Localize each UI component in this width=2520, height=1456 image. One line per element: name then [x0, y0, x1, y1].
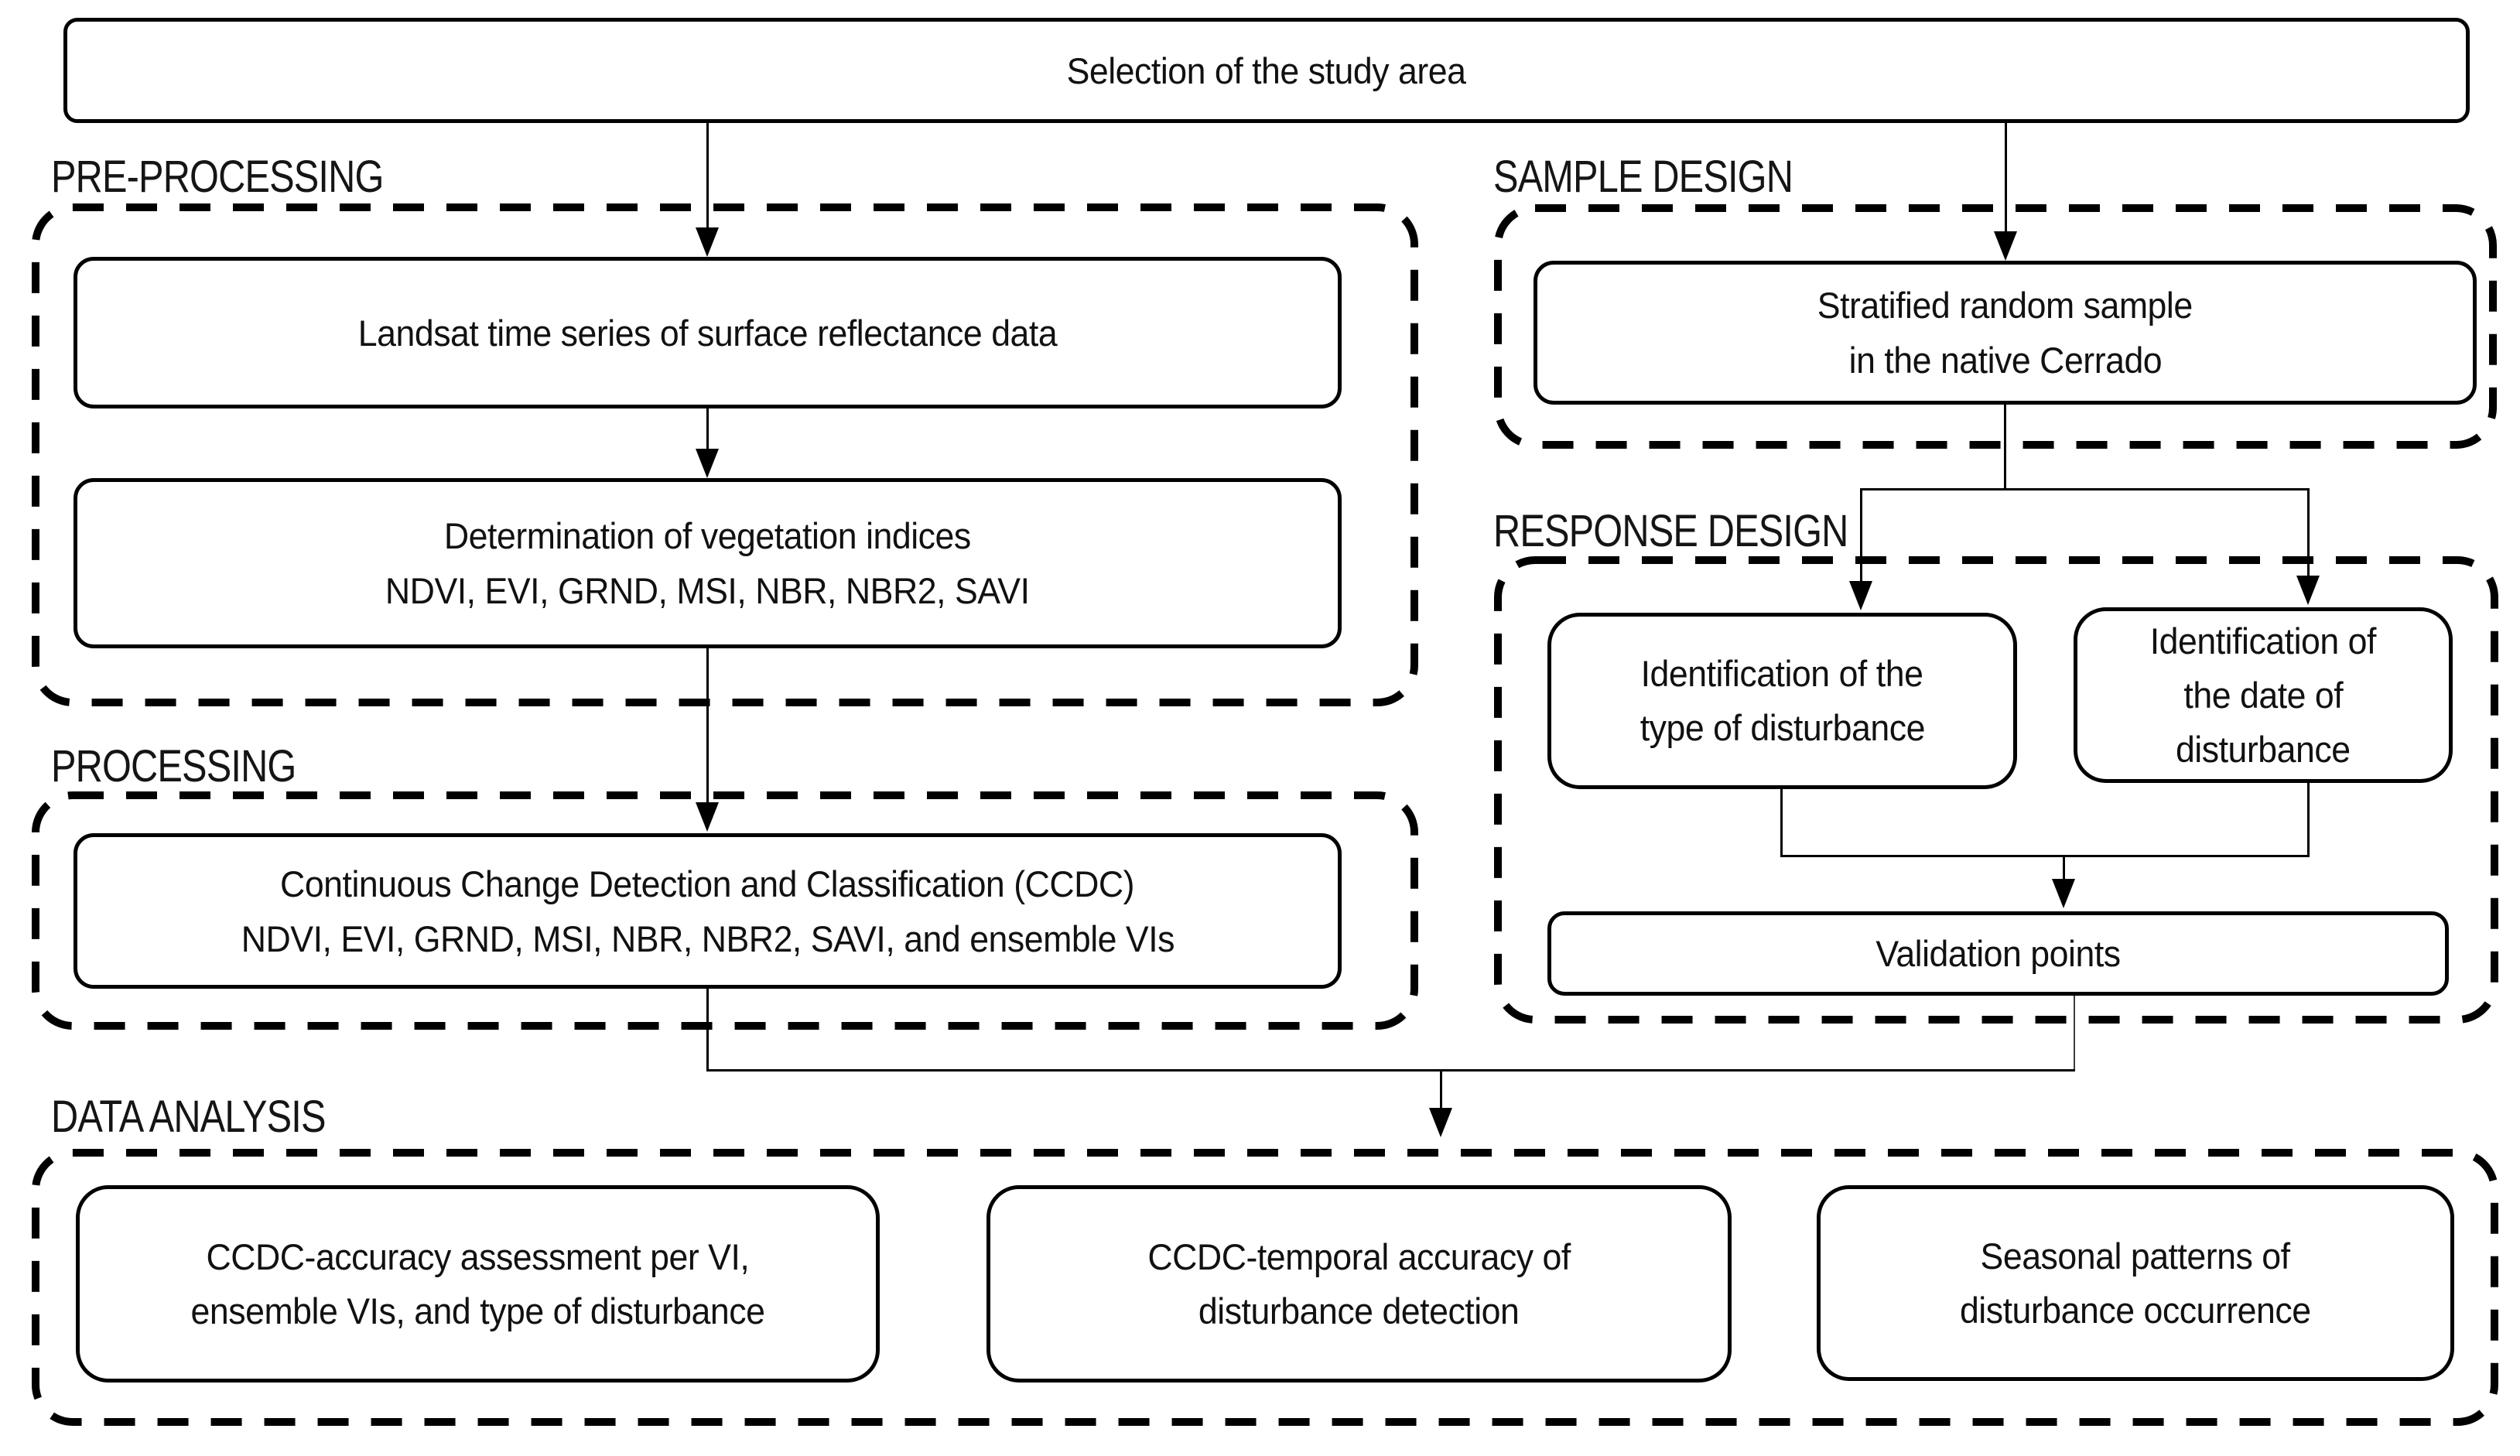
- box-text-line: Landsat time series of surface reflectan…: [357, 312, 1058, 354]
- connector-line: [1780, 855, 2310, 857]
- arrowhead-down-icon: [696, 802, 719, 832]
- section-label-pre-processing: PRE-PROCESSING: [51, 152, 384, 202]
- box-landsat-time-series: Landsat time series of surface reflectan…: [74, 257, 1342, 408]
- arrowhead-down-icon: [696, 227, 719, 257]
- arrowhead-down-icon: [1994, 231, 2017, 261]
- arrowhead-down-icon: [2052, 879, 2075, 908]
- connector-line: [2074, 996, 2075, 1071]
- connector-line: [706, 989, 709, 1071]
- box-text-line: disturbance detection: [1198, 1290, 1520, 1331]
- processing-container: [32, 791, 1418, 1030]
- box-type-of-disturbance: Identification of the type of disturbanc…: [1547, 613, 2017, 789]
- connector-line: [1440, 1069, 1442, 1109]
- arrowhead-down-icon: [1849, 581, 1872, 610]
- box-text-line: ensemble VIs, and type of disturbance: [190, 1290, 765, 1331]
- connector-line: [706, 648, 709, 804]
- box-text-line: type of disturbance: [1640, 707, 1925, 748]
- box-selection-study-area: Selection of the study area: [63, 18, 2470, 123]
- data-analysis-container: [32, 1149, 2498, 1426]
- box-text-line: NDVI, EVI, GRND, MSI, NBR, NBR2, SAVI, a…: [241, 918, 1175, 959]
- box-text-line: CCDC-temporal accuracy of: [1147, 1236, 1571, 1277]
- box-text-line: Continuous Change Detection and Classifi…: [280, 863, 1135, 904]
- connector-line: [1860, 488, 2310, 490]
- section-label-processing: PROCESSING: [51, 741, 296, 791]
- box-text-line: Determination of vegetation indices: [444, 515, 971, 556]
- box-text-line: disturbance: [2176, 728, 2351, 770]
- connector-line: [2063, 855, 2065, 880]
- section-label-sample-design: SAMPLE DESIGN: [1493, 152, 1793, 202]
- arrowhead-down-icon: [1429, 1108, 1452, 1137]
- box-ccdc: Continuous Change Detection and Classifi…: [74, 833, 1342, 989]
- connector-line: [2004, 405, 2006, 490]
- box-text-line: Selection of the study area: [1067, 50, 1466, 91]
- box-seasonal-patterns: Seasonal patterns of disturbance occurre…: [1817, 1185, 2454, 1381]
- box-date-of-disturbance: Identification of the date of disturbanc…: [2074, 607, 2453, 783]
- box-text-line: NDVI, EVI, GRND, MSI, NBR, NBR2, SAVI: [385, 570, 1030, 611]
- response-design-container: [1494, 556, 2498, 1024]
- connector-line: [2307, 783, 2310, 857]
- connector-line: [706, 123, 709, 229]
- box-text-line: Identification of the: [1641, 653, 1923, 694]
- box-text-line: Stratified random sample: [1817, 285, 2193, 326]
- arrowhead-down-icon: [2296, 576, 2320, 605]
- connector-line: [2005, 123, 2007, 233]
- connector-line: [706, 1069, 2075, 1071]
- box-text-line: the date of: [2183, 674, 2343, 716]
- pre-processing-container: [32, 203, 1418, 706]
- box-text-line: Seasonal patterns of: [1980, 1235, 2291, 1277]
- box-validation-points: Validation points: [1547, 911, 2449, 996]
- connector-line: [2307, 488, 2310, 577]
- box-temporal-accuracy: CCDC-temporal accuracy of disturbance de…: [986, 1185, 1732, 1383]
- box-text-line: Validation points: [1875, 933, 2121, 974]
- box-text-line: in the native Cerrado: [1848, 340, 2162, 381]
- arrowhead-down-icon: [696, 449, 719, 478]
- box-text-line: Identification of: [2149, 620, 2377, 661]
- connector-line: [706, 408, 709, 452]
- box-text-line: CCDC-accuracy assessment per VI,: [206, 1236, 750, 1277]
- box-accuracy-assessment: CCDC-accuracy assessment per VI, ensembl…: [76, 1185, 880, 1383]
- connector-line: [1780, 789, 1783, 857]
- box-vegetation-indices: Determination of vegetation indices NDVI…: [74, 478, 1342, 648]
- box-stratified-sample: Stratified random sample in the native C…: [1534, 261, 2477, 405]
- connector-line: [1860, 488, 1862, 583]
- section-label-data-analysis: DATA ANALYSIS: [51, 1092, 326, 1142]
- section-label-response-design: RESPONSE DESIGN: [1493, 506, 1848, 556]
- sample-design-container: [1494, 204, 2497, 449]
- box-text-line: disturbance occurrence: [1960, 1289, 2311, 1331]
